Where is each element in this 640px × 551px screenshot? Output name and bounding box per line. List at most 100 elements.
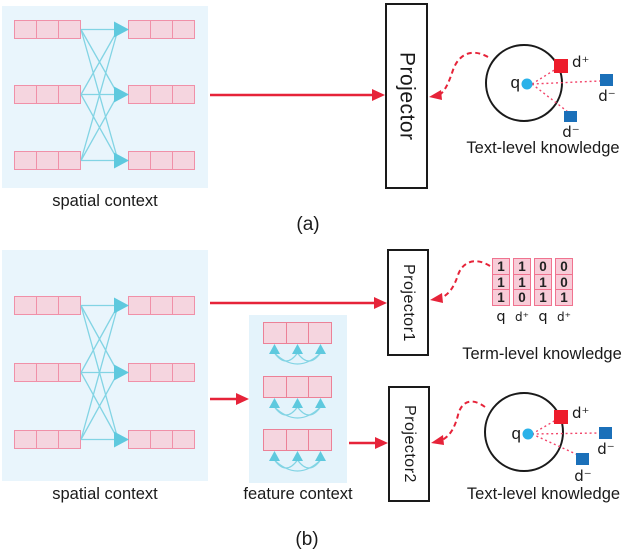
token-cell [285,323,309,343]
query-dot-b [522,428,534,440]
token-cell [58,152,80,169]
positive-doc-label-a: d⁺ [572,53,590,71]
positive-doc-label-b: d⁺ [572,404,590,422]
matrix-cell: 1 [513,273,531,291]
token-cell [58,364,80,381]
spatial-attention-lines-a [80,28,119,162]
term-matrix: 1 1 1 q 1 1 0 d⁺ 0 1 1 q 0 0 1 d⁺ [492,258,573,325]
matrix-cell: 1 [492,289,510,307]
matrix-column-label: q [496,309,506,326]
arrow-feature-to-projector2-b [349,437,388,449]
token-row [14,151,81,170]
text-knowledge-title-b: Text-level knowledge [466,485,621,503]
similarity-rays-b [531,419,600,456]
token-cell [172,364,194,381]
arrow-spatial-to-projector1-b [210,297,387,309]
token-cell [150,297,172,314]
projector-box-a: Projector [385,3,428,189]
token-row [128,296,195,315]
caption-b: (b) [295,529,319,550]
projector1-box-b: Projector1 [387,249,429,356]
matrix-column-label: q [538,309,548,326]
negative-doc-square-b2 [576,453,589,465]
token-row [128,363,195,382]
token-cell [36,297,58,314]
feature-attention-arcs-b [274,352,321,472]
spatial-context-label-b: spatial context [52,485,158,503]
positive-doc-square-b [554,410,568,424]
knowledge-feedback-arrow-a [429,51,489,100]
query-dot-a [521,78,533,90]
token-row [14,363,81,382]
token-cell [36,152,58,169]
token-cell [285,430,309,450]
matrix-cell: 0 [555,258,573,275]
token-cell [308,323,331,343]
token-row [263,322,332,344]
matrix-cell: 0 [555,273,573,291]
negative-doc-label-a1: d⁻ [598,87,616,105]
text-knowledge-diagram-a [485,44,613,122]
token-cell [172,431,194,448]
similarity-circle-b [484,392,564,472]
negative-doc-square-a1 [600,74,613,86]
token-cell [36,21,58,38]
projector-label-a: Projector [395,51,419,141]
token-cell [150,86,172,103]
feature-attention-arrowheads-b [269,344,326,461]
matrix-column-dpos2: 0 0 1 d⁺ [555,258,573,325]
token-row [128,20,195,39]
spatial-attention-arrowheads-b [114,297,129,448]
token-cell [150,364,172,381]
token-cell [172,152,194,169]
token-cell [285,377,309,397]
token-cell [58,86,80,103]
negative-doc-square-b1 [599,427,612,439]
matrix-cell: 1 [492,273,510,291]
caption-a: (a) [296,214,320,235]
token-cell [58,21,80,38]
term-knowledge-feedback-arrow-b [430,260,491,303]
text-knowledge-diagram-b [484,392,612,472]
negative-doc-square-a2 [564,111,577,122]
projector1-label-b: Projector1 [400,263,417,342]
token-cell [172,21,194,38]
text-knowledge-title-a: Text-level knowledge [466,139,620,157]
negative-doc-label-b2: d⁻ [574,467,592,485]
negative-doc-label-a2: d⁻ [562,123,580,141]
term-knowledge-title-b: Term-level knowledge [462,345,622,363]
token-row [14,296,81,315]
token-cell [308,377,331,397]
token-cell [36,86,58,103]
matrix-column-q1: 1 1 1 q [492,258,510,325]
spatial-attention-arrowheads-a [114,21,129,169]
text-knowledge-feedback-arrow-b [431,400,486,445]
token-row [128,151,195,170]
matrix-cell: 1 [492,258,510,275]
matrix-column-label: d⁺ [515,310,529,325]
query-label-a: q [510,73,520,92]
token-cell [150,152,172,169]
token-cell [58,297,80,314]
projector2-label-b: Projector2 [401,405,418,483]
token-cell [172,86,194,103]
matrix-cell: 1 [513,258,531,275]
token-cell [36,364,58,381]
token-cell [150,21,172,38]
token-row [14,85,81,104]
token-cell [36,431,58,448]
arrow-spatial-to-projector-a [210,89,385,101]
token-cell [172,297,194,314]
similarity-rays-a [531,68,601,113]
matrix-cell: 1 [555,289,573,307]
token-cell [150,431,172,448]
token-cell [308,430,331,450]
token-cell [58,431,80,448]
token-row [14,20,81,39]
matrix-column-label: d⁺ [557,310,571,325]
matrix-cell: 1 [534,273,552,291]
positive-doc-square-a [554,59,568,73]
matrix-cell: 1 [534,289,552,307]
